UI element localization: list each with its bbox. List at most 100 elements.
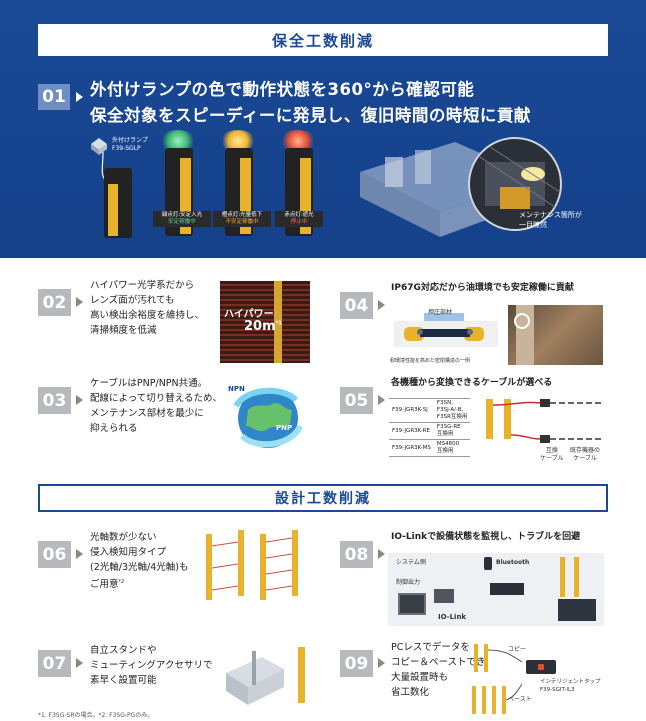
text-line: 光軸数が少ない	[90, 532, 157, 543]
high-power-label: ハイパワー	[224, 309, 274, 320]
text-line: ハイパワー光学系だから	[90, 280, 195, 291]
sensor-housing-red	[300, 158, 311, 234]
caption-red-line1: 赤点灯:遮光	[284, 212, 314, 218]
item-number-badge: 05	[340, 387, 373, 414]
compat-line: MS4800	[436, 441, 460, 447]
oil-environment-photo	[508, 305, 603, 365]
compat-line: F3SN,	[436, 400, 453, 406]
multi-beam-sensors	[206, 530, 298, 600]
npn-pnp-globe-icon	[233, 387, 303, 448]
factory-illustration	[360, 137, 562, 237]
headline-line-2: 保全対象をスピーディーに発見し、復旧時間の時短に貢献	[90, 106, 531, 125]
footnote: *1. F3SG-SRの場合。*2. F3SG-PGのみ。	[38, 712, 154, 719]
plc-icon	[398, 593, 426, 615]
arrow-icon	[378, 395, 385, 405]
cable-table: F39-JGR3K-SJ F3SN,F3SJ-A/-B,F3SR互換用 F39-…	[389, 398, 471, 457]
range-value: 20m	[244, 319, 276, 334]
npn-label: NPN	[228, 385, 245, 393]
arrow-icon	[76, 92, 83, 102]
lamp-label-name: 外付けランプ	[112, 137, 148, 144]
control-output-label: 制御出力	[396, 579, 421, 586]
text-line: 配線によって切り替えるため、	[90, 393, 222, 404]
label-line: ケーブル	[540, 455, 564, 462]
sensor-bar	[560, 557, 565, 597]
text-line: 大量設置時も	[391, 672, 449, 683]
text-line: 高い検出余裕度を維持し、	[90, 310, 205, 321]
feature-06-text: 光軸数が少ない 侵入検知用タイプ (2光軸/3光軸/4光軸)も ご用意*2	[90, 530, 188, 592]
sensor-housing-orange	[240, 158, 251, 234]
section-title: 保全工数削減	[271, 31, 374, 50]
label-line: 互換	[545, 447, 558, 454]
system-label: システム側	[396, 559, 426, 566]
compat-line: F3SJ-A/-B,	[436, 407, 464, 413]
caption-red-line2: 停止中	[290, 219, 308, 225]
iolink-logo: IO-Link	[438, 613, 466, 621]
caption-orange-line2: 不安定稼働中	[225, 219, 259, 225]
compat-line: 互換用	[436, 448, 454, 454]
maintenance-label: メンテナンス箇所が 一目瞭然	[519, 210, 582, 230]
model-cell: F39-JGR3K-RE	[389, 422, 434, 440]
intelligent-tap-icon	[526, 660, 556, 674]
item-number-badge: 07	[38, 650, 71, 677]
compat-cell: F3SN,F3SJ-A/-B,F3SR互換用	[433, 398, 471, 423]
io-link-master-icon	[490, 583, 524, 595]
item-number-badge: 06	[38, 541, 71, 568]
feature-03-text: ケーブルはPNP/NPN共通。 配線によって切り替えるため、 メンテナンス部材を…	[90, 376, 222, 436]
laptop-icon	[558, 599, 596, 621]
section-title-bar: 設計工数削減	[38, 484, 608, 512]
range-label: 20m*1	[244, 319, 282, 334]
caption-green-line2: 安定稼働中	[168, 219, 196, 225]
text-line: 侵入検知用タイプ	[90, 547, 167, 558]
text-line: PCレスでデータを	[391, 642, 470, 653]
green-lamp-glow	[160, 130, 196, 152]
controller-icon	[434, 589, 454, 603]
compat-line: F3SR互換用	[436, 414, 468, 420]
caption-red: 赤点灯:遮光 停止中	[275, 211, 323, 227]
item-number-badge: 03	[38, 387, 71, 414]
item-number-badge: 09	[340, 650, 373, 677]
text-line: 抑えられる	[90, 423, 138, 434]
arrow-icon	[76, 297, 83, 307]
text-line: 省工数化	[391, 687, 430, 698]
seal-caption: 耐環境性能を高めた密閉構造の一例	[390, 358, 471, 364]
smartphone-icon	[484, 557, 492, 570]
sensor-housing-green	[180, 158, 191, 234]
old-cable-label: 既存機器のケーブル	[570, 447, 600, 463]
paste-label: ペースト	[508, 696, 532, 703]
hero-section: 保全工数削減 01 外付けランプの色で動作状態を360°から確認可能 保全対象を…	[0, 0, 646, 258]
red-lamp-glow	[280, 130, 316, 152]
text-line: 清掃頻度を低減	[90, 325, 157, 336]
model-cell: F39-JGR3K-MS	[389, 439, 434, 457]
arrow-icon	[76, 658, 83, 668]
tap-indicator	[538, 664, 544, 670]
seal-label: 押圧部材	[428, 309, 453, 316]
high-power-photo: ハイパワー 20m*1	[220, 281, 310, 363]
iolink-logo-text: IO-Link	[438, 613, 467, 621]
compat-cable-label: 互換ケーブル	[540, 447, 564, 463]
table-row: F39-JGR3K-SJ F3SN,F3SJ-A/-B,F3SR互換用	[389, 398, 471, 423]
text-line: 素早く設置可能	[90, 675, 157, 686]
arrow-icon	[378, 300, 385, 310]
highlight-circle	[514, 313, 530, 329]
compat-line: 互換用	[436, 431, 454, 437]
copy-label: コピー	[508, 646, 527, 653]
footnote-mark: *2	[118, 579, 125, 585]
text-line: ミューティングアクセサリで	[90, 660, 213, 671]
feature-09-text: PCレスでデータを コピー＆ペーストでき、 大量設置時も 省工数化	[391, 640, 494, 700]
item-number-badge: 01	[38, 84, 70, 110]
sensor-bar	[274, 281, 282, 363]
sensor-bar	[574, 557, 579, 597]
text-line: レンズ面が汚れても	[90, 295, 175, 306]
caption-green: 緑点灯:安定入光 安定稼働中	[153, 211, 211, 227]
text-line: (2光軸/3光軸/4光軸)も	[90, 562, 189, 573]
feature-02-text: ハイパワー光学系だから レンズ面が汚れても 高い検出余裕度を維持し、 清掃頻度を…	[90, 278, 204, 338]
arrow-icon	[76, 549, 83, 559]
tap-label: インテリジェントタップ F39-SGIT-IL3	[540, 678, 601, 694]
maintenance-label-line2: 一目瞭然	[519, 221, 547, 229]
sensor-housing	[108, 184, 118, 236]
arrow-icon	[378, 658, 385, 668]
label-line: ケーブル	[573, 455, 597, 462]
